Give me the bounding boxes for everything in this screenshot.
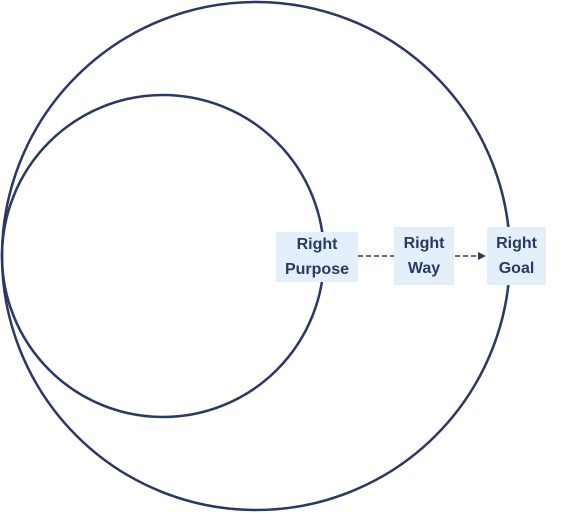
right-goal-line2: Goal <box>498 260 535 277</box>
right-purpose-line1: Right <box>276 231 358 257</box>
right-goal-line1: Right <box>496 235 537 252</box>
right-way-line1: Right <box>403 235 445 252</box>
right-way-line2: Way <box>407 260 441 277</box>
right-goal-label: Right Goal <box>487 227 546 285</box>
right-purpose-label: Right Purpose <box>276 228 358 285</box>
right-way-label: Right Way <box>394 227 454 285</box>
right-purpose-line2: Purpose <box>276 256 358 282</box>
